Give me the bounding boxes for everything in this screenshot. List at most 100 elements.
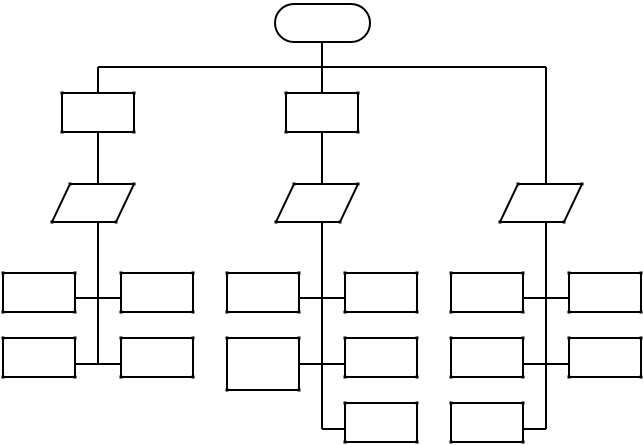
corner-marker xyxy=(639,271,643,275)
corner-marker xyxy=(521,440,525,444)
process-shape xyxy=(344,337,418,378)
process-shape xyxy=(226,272,300,313)
process-node-item-3-1 xyxy=(449,271,525,314)
corner-marker xyxy=(191,310,195,314)
corner-marker xyxy=(73,310,77,314)
corner-marker xyxy=(521,271,525,275)
corner-marker xyxy=(567,310,571,314)
corner-marker xyxy=(292,182,296,186)
corner-marker xyxy=(284,91,288,95)
corner-marker xyxy=(338,220,342,224)
corner-marker xyxy=(191,375,195,379)
process-node-item-3-2 xyxy=(567,271,643,314)
process-shape xyxy=(568,272,642,313)
corner-marker xyxy=(449,375,453,379)
nodes xyxy=(1,3,643,444)
corner-marker xyxy=(225,388,229,392)
corner-marker xyxy=(274,220,278,224)
corner-marker xyxy=(567,336,571,340)
corner-marker xyxy=(119,271,123,275)
corner-marker xyxy=(567,375,571,379)
corner-marker xyxy=(516,182,520,186)
process-shape xyxy=(450,272,524,313)
corner-marker xyxy=(297,271,301,275)
corner-marker xyxy=(521,375,525,379)
corner-marker xyxy=(449,336,453,340)
corner-marker xyxy=(343,271,347,275)
corner-marker xyxy=(356,130,360,134)
corner-marker xyxy=(521,401,525,405)
corner-marker xyxy=(567,271,571,275)
process-node-item-1-4 xyxy=(119,336,195,379)
corner-marker xyxy=(132,130,136,134)
process-shape xyxy=(344,402,418,443)
corner-marker xyxy=(50,220,54,224)
data-node-data-2 xyxy=(274,182,360,224)
process-shape xyxy=(450,337,524,378)
corner-marker xyxy=(639,336,643,340)
process-node-item-1-3 xyxy=(1,336,77,379)
corner-marker xyxy=(60,91,64,95)
corner-marker xyxy=(639,310,643,314)
process-shape xyxy=(120,337,194,378)
corner-marker xyxy=(119,336,123,340)
corner-marker xyxy=(449,271,453,275)
process-node-item-2-1 xyxy=(225,271,301,314)
process-shape xyxy=(568,337,642,378)
corner-marker xyxy=(1,336,5,340)
corner-marker xyxy=(114,220,118,224)
corner-marker xyxy=(225,336,229,340)
corner-marker xyxy=(1,271,5,275)
process-node-item-3-3 xyxy=(449,336,525,379)
corner-marker xyxy=(498,220,502,224)
data-shape xyxy=(50,183,136,223)
process-node-item-2-3 xyxy=(225,336,301,392)
process-node-item-3-4 xyxy=(567,336,643,379)
corner-marker xyxy=(1,310,5,314)
process-shape xyxy=(61,92,135,133)
process-node-item-2-4 xyxy=(343,336,419,379)
corner-marker xyxy=(639,375,643,379)
process-node-item-1-1 xyxy=(1,271,77,314)
connectors xyxy=(75,42,569,430)
corner-marker xyxy=(297,336,301,340)
corner-marker xyxy=(68,182,72,186)
corner-marker xyxy=(297,388,301,392)
process-node-item-3-5 xyxy=(449,401,525,444)
process-shape xyxy=(2,272,76,313)
corner-marker xyxy=(225,271,229,275)
process-shape xyxy=(450,402,524,443)
corner-marker xyxy=(415,271,419,275)
corner-marker xyxy=(521,336,525,340)
corner-marker xyxy=(356,91,360,95)
data-node-data-1 xyxy=(50,182,136,224)
corner-marker xyxy=(132,91,136,95)
process-shape xyxy=(2,337,76,378)
corner-marker xyxy=(60,130,64,134)
corner-marker xyxy=(449,440,453,444)
process-shape xyxy=(226,337,300,391)
corner-marker xyxy=(191,271,195,275)
corner-marker xyxy=(415,440,419,444)
process-shape xyxy=(285,92,359,133)
corner-marker xyxy=(119,375,123,379)
corner-marker xyxy=(343,401,347,405)
process-node-process-1 xyxy=(60,91,136,134)
corner-marker xyxy=(449,310,453,314)
corner-marker xyxy=(132,182,136,186)
corner-marker xyxy=(191,336,195,340)
corner-marker xyxy=(415,310,419,314)
corner-marker xyxy=(73,375,77,379)
data-shape xyxy=(498,183,584,223)
data-node-data-3 xyxy=(498,182,584,224)
process-node-item-1-2 xyxy=(119,271,195,314)
process-shape xyxy=(120,272,194,313)
process-node-item-2-5 xyxy=(343,401,419,444)
corner-marker xyxy=(415,401,419,405)
process-node-item-2-2 xyxy=(343,271,419,314)
corner-marker xyxy=(415,336,419,340)
corner-marker xyxy=(73,271,77,275)
corner-marker xyxy=(73,336,77,340)
corner-marker xyxy=(343,310,347,314)
terminator-node-root xyxy=(274,3,371,43)
